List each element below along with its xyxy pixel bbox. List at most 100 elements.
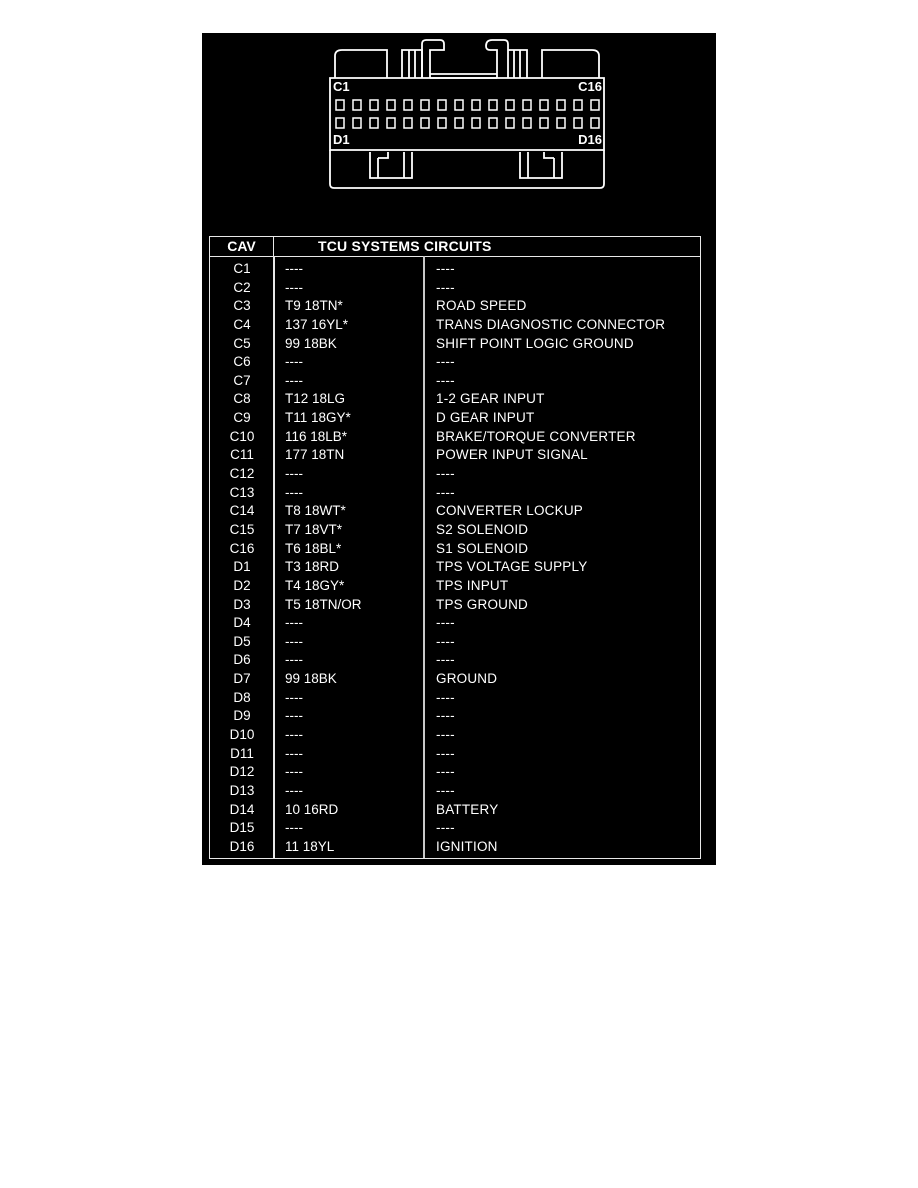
cell-function: ----	[436, 782, 455, 798]
cell-cav: D15	[229, 820, 255, 836]
table-row: D12--------	[210, 763, 700, 782]
table-row: D5--------	[210, 633, 700, 652]
connector-diagram: C1 C16 D1 D16	[322, 38, 612, 198]
cell-wire: ----	[285, 689, 303, 705]
cell-cav: C12	[229, 466, 255, 482]
table-row: C6--------	[210, 353, 700, 372]
cell-wire: 11 18YL	[285, 838, 335, 854]
cell-wire: ----	[285, 615, 303, 631]
cell-cav: D12	[229, 764, 255, 780]
cell-cav: C4	[233, 316, 251, 332]
cell-function: TRANS DIAGNOSTIC CONNECTOR	[436, 316, 666, 332]
circuit-table: CAV TCU SYSTEMS CIRCUITS C1-------- C2--…	[209, 236, 701, 859]
cell-function: ----	[436, 764, 455, 780]
cell-cav: C7	[233, 372, 251, 388]
cell-cav: D6	[233, 652, 251, 668]
cell-wire: ----	[285, 727, 303, 743]
cell-function: S2 SOLENOID	[436, 521, 529, 537]
cell-cav: D2	[233, 577, 251, 593]
table-row: D4--------	[210, 614, 700, 633]
cell-cav: D1	[233, 559, 251, 575]
cell-cav: C3	[233, 298, 251, 314]
cell-function: CONVERTER LOCKUP	[436, 503, 583, 519]
cell-function: GROUND	[436, 671, 498, 687]
cell-wire: ----	[285, 354, 303, 370]
cell-function: ROAD SPEED	[436, 298, 527, 314]
cell-cav: C8	[233, 391, 251, 407]
cell-wire: ----	[285, 708, 303, 724]
cell-function: ----	[436, 708, 455, 724]
column-divider	[423, 256, 425, 858]
connector-label-d1: D1	[333, 132, 350, 147]
cell-function: ----	[436, 652, 455, 668]
table-row: D10 ---- ----	[210, 726, 700, 745]
cell-function: ----	[436, 689, 455, 705]
cell-wire: ----	[285, 782, 303, 798]
table-row: C2--------	[210, 279, 700, 298]
cell-function: 1-2 GEAR INPUT	[436, 391, 545, 407]
connector-label-c1: C1	[333, 79, 350, 94]
cell-wire: T9 18TN*	[285, 298, 343, 314]
cell-function: ----	[436, 484, 455, 500]
connector-label-c16: C16	[578, 79, 602, 94]
cell-wire: 10 16RD	[285, 801, 339, 817]
cell-cav: C6	[233, 354, 251, 370]
cell-wire: ----	[285, 372, 303, 388]
table-row: C9 T11 18GY* D GEAR INPUT	[210, 409, 700, 428]
table-row: D11--------	[210, 745, 700, 764]
cell-wire: 99 18BK	[285, 335, 337, 351]
table-row: D15--------	[210, 819, 700, 838]
table-header: CAV TCU SYSTEMS CIRCUITS	[210, 237, 700, 257]
cell-cav: C15	[229, 521, 255, 537]
cell-function: ----	[436, 466, 455, 482]
cell-wire: 99 18BK	[285, 671, 337, 687]
cell-cav: C5	[233, 335, 251, 351]
table-row: C7 ---- ----	[210, 372, 700, 391]
cell-cav: D10	[229, 727, 255, 743]
table-row: D9--------	[210, 707, 700, 726]
cell-cav: C9	[233, 410, 251, 426]
cell-function: ----	[436, 727, 455, 743]
cell-cav: C14	[229, 503, 255, 519]
cell-cav: D3	[233, 596, 251, 612]
cell-function: ----	[436, 745, 455, 761]
cell-function: D GEAR INPUT	[436, 410, 535, 426]
cell-function: IGNITION	[436, 838, 498, 854]
table-row: C5 99 18BK SHIFT POINT LOGIC GROUND	[210, 335, 700, 354]
cell-wire: T12 18LG	[285, 391, 346, 407]
cell-function: BATTERY	[436, 801, 499, 817]
cell-cav: D16	[229, 838, 255, 854]
table-row: D13--------	[210, 782, 700, 801]
connector-outline-icon	[329, 39, 605, 189]
cell-cav: D11	[230, 745, 254, 761]
cell-wire: 137 16YL*	[285, 316, 349, 332]
cell-function: ----	[436, 279, 455, 295]
cell-cav: C10	[229, 428, 255, 444]
header-cav: CAV	[210, 237, 274, 256]
cell-cav: C16	[229, 540, 255, 556]
cell-cav: D14	[229, 801, 255, 817]
cell-cav: C13	[229, 484, 255, 500]
cell-function: ----	[436, 615, 455, 631]
cell-wire: T8 18WT*	[285, 503, 346, 519]
header-title: TCU SYSTEMS CIRCUITS	[318, 238, 492, 254]
cell-wire: T6 18BL*	[285, 540, 342, 556]
cell-wire: ----	[285, 820, 303, 836]
cell-cav: D5	[233, 633, 251, 649]
cell-wire: ----	[285, 466, 303, 482]
cell-function: SHIFT POINT LOGIC GROUND	[436, 335, 634, 351]
table-row: D6--------	[210, 651, 700, 670]
cell-function: POWER INPUT SIGNAL	[436, 447, 588, 463]
cell-wire: T11 18GY*	[285, 410, 351, 426]
table-row: D16 11 18YL IGNITION	[210, 838, 700, 857]
cell-wire: ----	[285, 633, 303, 649]
cell-cav: D7	[233, 671, 251, 687]
cell-wire: ----	[285, 279, 303, 295]
table-row: C12 ---- ----	[210, 465, 700, 484]
cell-function: ----	[436, 372, 455, 388]
